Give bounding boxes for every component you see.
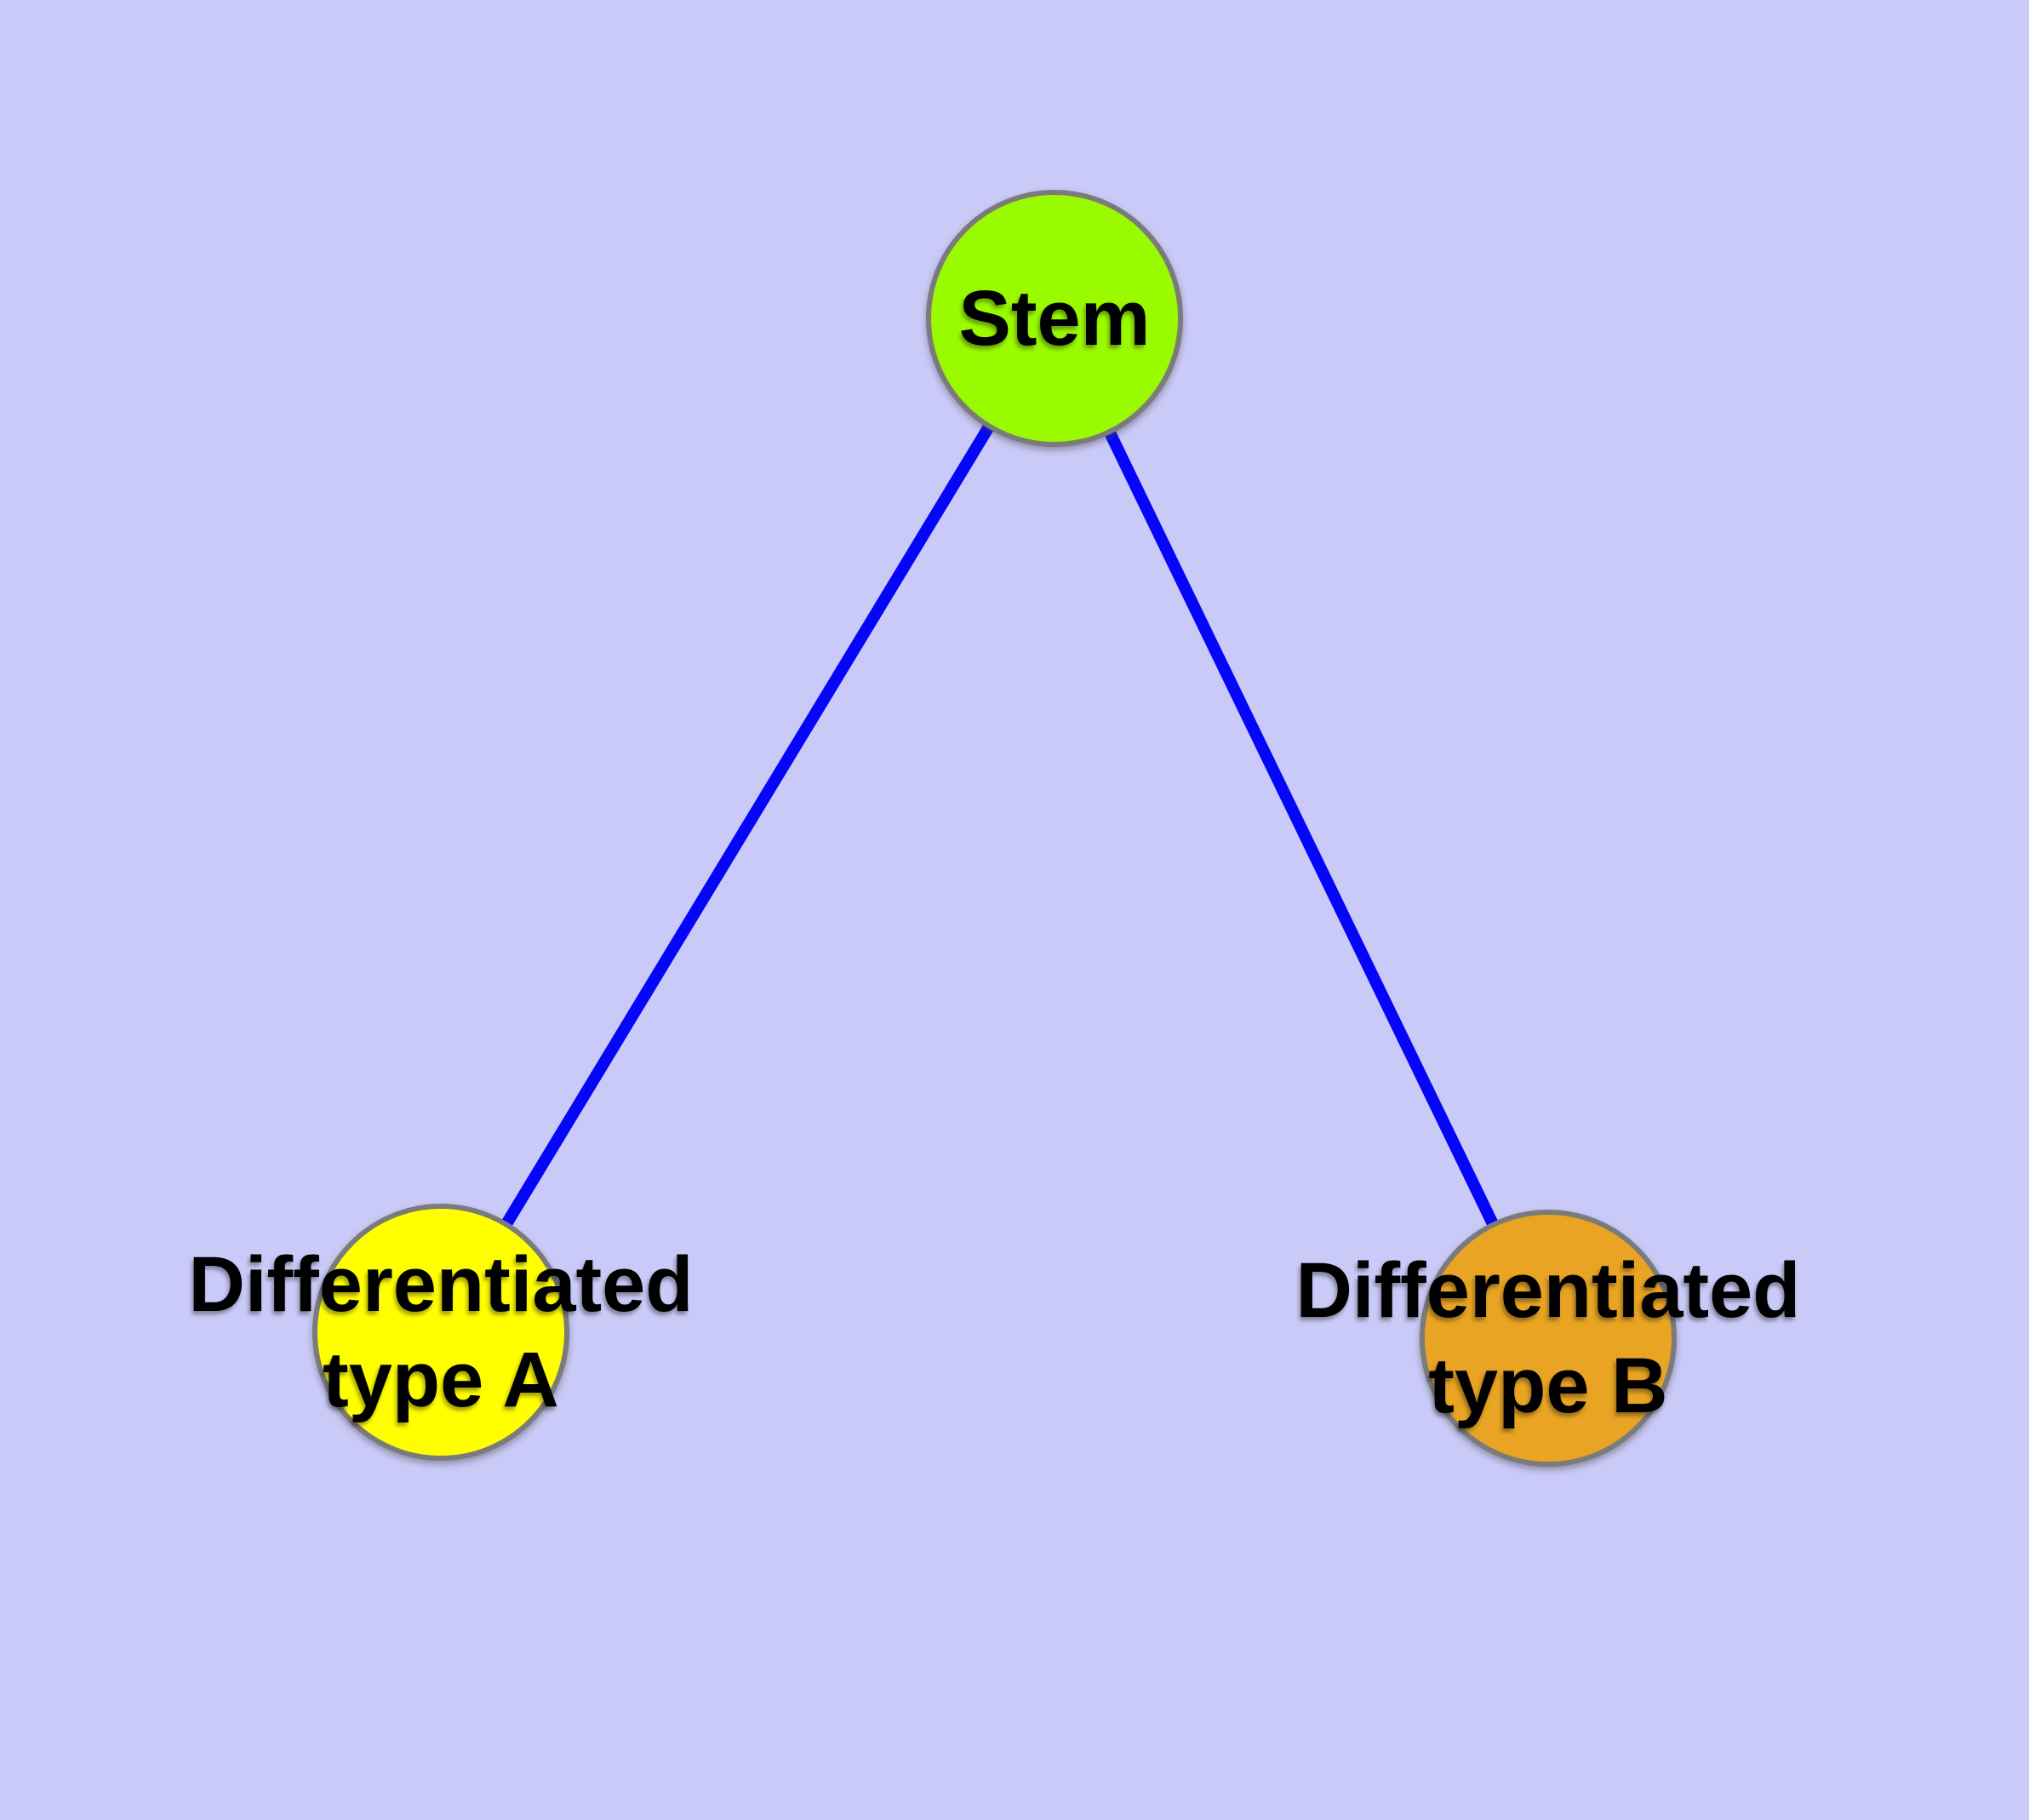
node-type-a-label-line1: Differentiated [188, 1241, 694, 1328]
node-stem-label: Stem [959, 271, 1151, 366]
node-type-b-label-line1: Differentiated [1295, 1247, 1801, 1334]
node-type-b-circle [1420, 1210, 1677, 1467]
node-type-a-circle [312, 1204, 569, 1461]
edge-stem-to-type-a [436, 315, 1060, 1336]
node-stem-label-text: Stem [958, 275, 1151, 362]
node-type-a-label: Differentiated type A [189, 1237, 694, 1428]
node-type-a-label-line2: type A [323, 1336, 559, 1423]
node-type-b-label-line2: type B [1428, 1342, 1668, 1429]
node-stem-circle [926, 190, 1183, 447]
node-type-b-label: Differentiated type B [1296, 1243, 1801, 1434]
edge-stem-to-type-b [1049, 315, 1554, 1342]
